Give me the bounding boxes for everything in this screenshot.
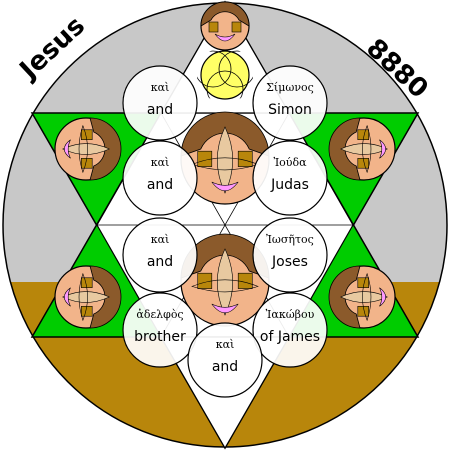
- english-word: and: [147, 102, 173, 118]
- english-word: and: [147, 254, 173, 270]
- greek-word: καὶ: [151, 156, 170, 169]
- greek-word: καὶ: [216, 338, 235, 351]
- side-face-upper-left: [54, 117, 122, 181]
- english-word: Joses: [271, 254, 308, 270]
- word-circle: καὶ and: [122, 65, 198, 141]
- side-face-lower-left: [54, 265, 122, 329]
- greek-word: Ἰακώβου: [266, 308, 315, 321]
- greek-word: Σίμωνος: [266, 81, 314, 94]
- word-circle: καὶ and: [122, 217, 198, 293]
- side-faces: [54, 117, 396, 329]
- greek-word: Ἰούδα: [273, 156, 307, 169]
- top-flower-icon: [197, 50, 253, 103]
- word-circle: Ἰακώβου of James: [252, 292, 328, 368]
- english-word: of James: [260, 329, 320, 345]
- english-word: Simon: [268, 102, 312, 118]
- greek-word: καὶ: [151, 233, 170, 246]
- center-face-lower: [180, 233, 270, 327]
- word-circles: καὶandΣίμωνοςSimonκαὶandἸούδαJudasκαὶand…: [122, 65, 328, 398]
- top-face: [200, 1, 250, 51]
- english-word: and: [212, 359, 238, 375]
- center-face-upper: [180, 111, 270, 205]
- word-circle: ἀδελφὸς brother: [122, 292, 198, 368]
- center-faces: [180, 111, 270, 327]
- greek-word: καὶ: [151, 81, 170, 94]
- english-word: and: [147, 177, 173, 193]
- word-circle: καὶ and: [187, 322, 263, 398]
- english-word: Judas: [270, 177, 309, 193]
- greek-word: Ἰωσῆτος: [266, 233, 314, 246]
- side-face-upper-right: [328, 117, 396, 181]
- side-face-lower-right: [328, 265, 396, 329]
- word-circle: καὶ and: [122, 140, 198, 216]
- greek-word: ἀδελφὸς: [136, 308, 183, 321]
- english-word: brother: [134, 329, 186, 345]
